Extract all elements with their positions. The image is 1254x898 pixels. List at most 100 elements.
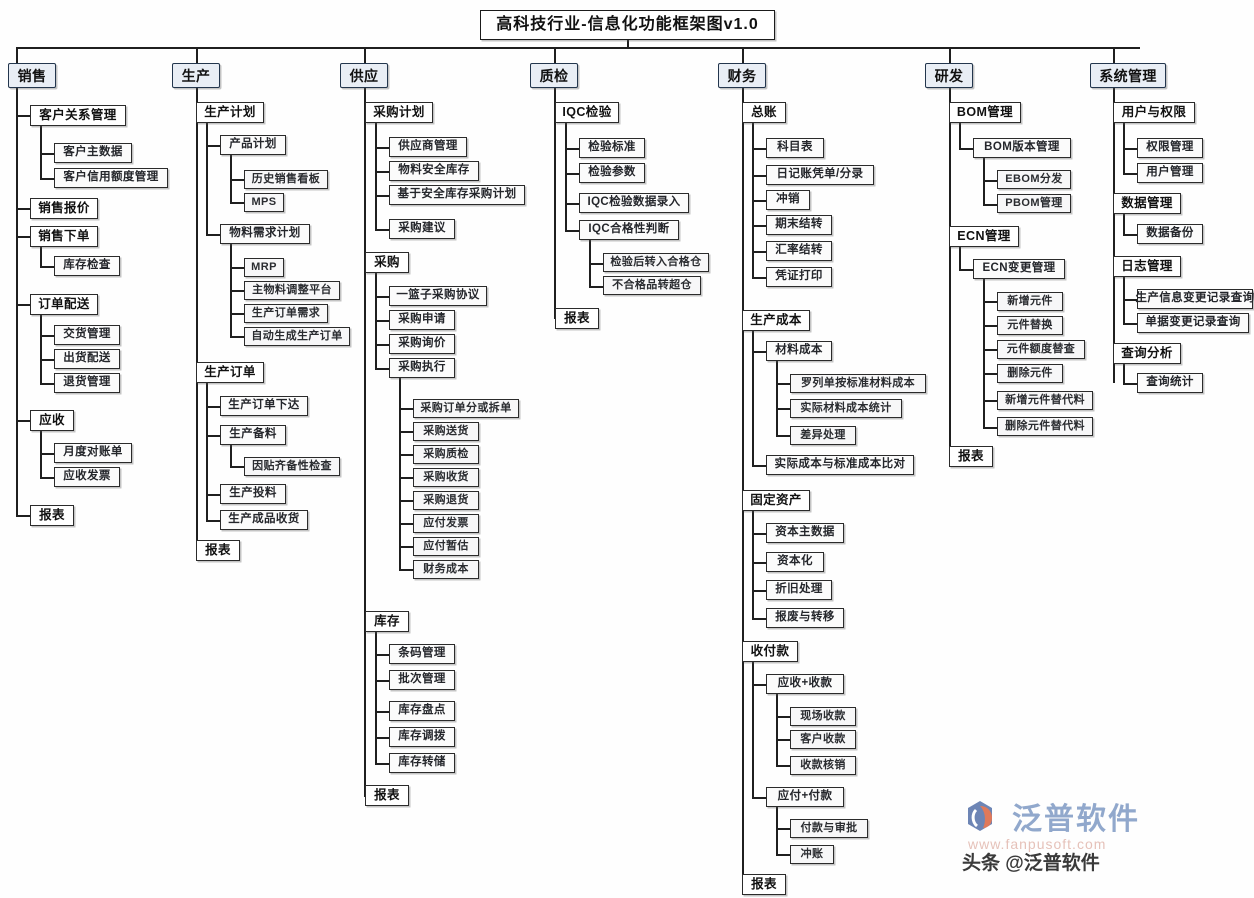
function-node[interactable]: 现场收款 — [790, 707, 856, 726]
function-node[interactable]: 应付暂估 — [413, 537, 479, 556]
function-node[interactable]: 库存转储 — [389, 753, 455, 773]
function-node[interactable]: 基于安全库存采购计划 — [389, 185, 525, 205]
function-node[interactable]: 生产信息变更记录查询 — [1136, 289, 1254, 309]
function-node[interactable]: 财务成本 — [413, 560, 479, 579]
function-node[interactable]: 客户收款 — [790, 730, 856, 749]
function-node[interactable]: 生产投料 — [220, 484, 286, 504]
function-node[interactable]: 差异处理 — [790, 426, 856, 445]
function-node[interactable]: 科目表 — [766, 138, 824, 158]
function-node[interactable]: 因贴齐备性检查 — [244, 457, 340, 476]
function-node[interactable]: 主物料调整平台 — [244, 281, 340, 300]
function-node[interactable]: 库存检查 — [54, 256, 120, 276]
function-node[interactable]: 报表 — [365, 785, 409, 806]
function-node[interactable]: ECN变更管理 — [973, 259, 1065, 279]
function-node[interactable]: 客户关系管理 — [30, 105, 126, 126]
function-node[interactable]: 删除元件替代料 — [997, 417, 1093, 436]
module-node[interactable]: 财务 — [718, 63, 766, 88]
function-node[interactable]: MRP — [244, 258, 284, 277]
function-node[interactable]: 收付款 — [742, 641, 798, 662]
function-node[interactable]: 固定资产 — [742, 490, 810, 511]
function-node[interactable]: 采购执行 — [389, 358, 455, 378]
diagram-title[interactable]: 高科技行业-信息化功能框架图v1.0 — [480, 10, 775, 40]
function-node[interactable]: 生产订单下达 — [220, 396, 308, 416]
function-node[interactable]: 新增元件替代料 — [997, 391, 1093, 410]
function-node[interactable]: 退货管理 — [54, 373, 120, 393]
function-node[interactable]: 报废与转移 — [766, 608, 844, 628]
function-node[interactable]: 客户信用额度管理 — [54, 168, 168, 188]
function-node[interactable]: BOM管理 — [949, 102, 1021, 123]
function-node[interactable]: 一篮子采购协议 — [389, 286, 487, 306]
function-node[interactable]: 资本化 — [766, 552, 824, 572]
function-node[interactable]: 单据变更记录查询 — [1137, 313, 1249, 333]
function-node[interactable]: 日记账凭单/分录 — [766, 165, 874, 185]
function-node[interactable]: 生产备料 — [220, 425, 286, 445]
function-node[interactable]: 销售下单 — [30, 226, 98, 247]
function-node[interactable]: 供应商管理 — [389, 137, 467, 157]
function-node[interactable]: 实际材料成本统计 — [790, 399, 902, 418]
function-node[interactable]: 不合格品转超仓 — [603, 276, 701, 295]
function-node[interactable]: 报表 — [949, 446, 993, 467]
function-node[interactable]: 删除元件 — [997, 364, 1063, 383]
function-node[interactable]: 凭证打印 — [766, 267, 832, 287]
function-node[interactable]: 库存 — [365, 611, 409, 632]
function-node[interactable]: 采购计划 — [365, 102, 433, 123]
function-node[interactable]: BOM版本管理 — [973, 138, 1071, 158]
function-node[interactable]: 收款核销 — [790, 756, 856, 775]
function-node[interactable]: 产品计划 — [220, 135, 286, 155]
function-node[interactable]: 生产成本 — [742, 310, 810, 331]
function-node[interactable]: EBOM分发 — [997, 170, 1071, 189]
function-node[interactable]: MPS — [244, 193, 284, 212]
function-node[interactable]: 应付+付款 — [766, 787, 844, 807]
function-node[interactable]: 付款与审批 — [790, 819, 868, 838]
function-node[interactable]: 生产计划 — [196, 102, 264, 123]
function-node[interactable]: 物料需求计划 — [220, 224, 310, 244]
function-node[interactable]: 生产成品收货 — [220, 510, 308, 530]
function-node[interactable]: 批次管理 — [389, 670, 455, 690]
function-node[interactable]: 采购退货 — [413, 491, 479, 510]
function-node[interactable]: 冲账 — [790, 845, 834, 864]
function-node[interactable]: 采购订单分或拆单 — [413, 399, 519, 418]
module-node[interactable]: 销售 — [8, 63, 56, 88]
module-node[interactable]: 生产 — [172, 63, 220, 88]
function-node[interactable]: 罗列单按标准材料成本 — [790, 374, 926, 393]
function-node[interactable]: 检验参数 — [579, 163, 645, 183]
function-node[interactable]: 总账 — [742, 102, 786, 123]
function-node[interactable]: 生产订单需求 — [244, 304, 328, 323]
module-node[interactable]: 质检 — [530, 63, 578, 88]
function-node[interactable]: 订单配送 — [30, 294, 98, 315]
module-node[interactable]: 研发 — [925, 63, 973, 88]
function-node[interactable]: 采购 — [365, 252, 409, 273]
function-node[interactable]: IQC检验数据录入 — [579, 193, 689, 213]
function-node[interactable]: 出货配送 — [54, 349, 120, 369]
function-node[interactable]: 生产订单 — [196, 362, 264, 383]
function-node[interactable]: ECN管理 — [949, 226, 1019, 247]
function-node[interactable]: 自动生成生产订单 — [244, 327, 350, 346]
function-node[interactable]: 报表 — [742, 874, 786, 895]
function-node[interactable]: 报表 — [555, 308, 599, 329]
function-node[interactable]: 报表 — [196, 540, 240, 561]
function-node[interactable]: 应付发票 — [413, 514, 479, 533]
module-node[interactable]: 系统管理 — [1090, 63, 1166, 88]
function-node[interactable]: 月度对账单 — [54, 443, 132, 463]
function-node[interactable]: 采购建议 — [389, 219, 455, 239]
function-node[interactable]: 检验标准 — [579, 138, 645, 158]
function-node[interactable]: 销售报价 — [30, 198, 98, 219]
function-node[interactable]: 汇率结转 — [766, 241, 832, 261]
function-node[interactable]: 冲销 — [766, 190, 810, 210]
function-node[interactable]: 检验后转入合格仓 — [603, 253, 709, 272]
function-node[interactable]: 应收+收款 — [766, 674, 844, 694]
function-node[interactable]: 客户主数据 — [54, 143, 132, 163]
function-node[interactable]: 数据管理 — [1113, 193, 1181, 214]
function-node[interactable]: 资本主数据 — [766, 523, 844, 543]
function-node[interactable]: 元件替换 — [997, 316, 1063, 335]
function-node[interactable]: 交货管理 — [54, 325, 120, 345]
function-node[interactable]: 采购申请 — [389, 310, 455, 330]
function-node[interactable]: 查询统计 — [1137, 373, 1203, 393]
function-node[interactable]: 采购质检 — [413, 445, 479, 464]
function-node[interactable]: 采购送货 — [413, 422, 479, 441]
function-node[interactable]: 库存调拨 — [389, 727, 455, 747]
function-node[interactable]: 报表 — [30, 505, 74, 526]
function-node[interactable]: IQC合格性判断 — [579, 220, 679, 240]
function-node[interactable]: 实际成本与标准成本比对 — [766, 455, 914, 475]
function-node[interactable]: IQC检验 — [555, 102, 619, 123]
